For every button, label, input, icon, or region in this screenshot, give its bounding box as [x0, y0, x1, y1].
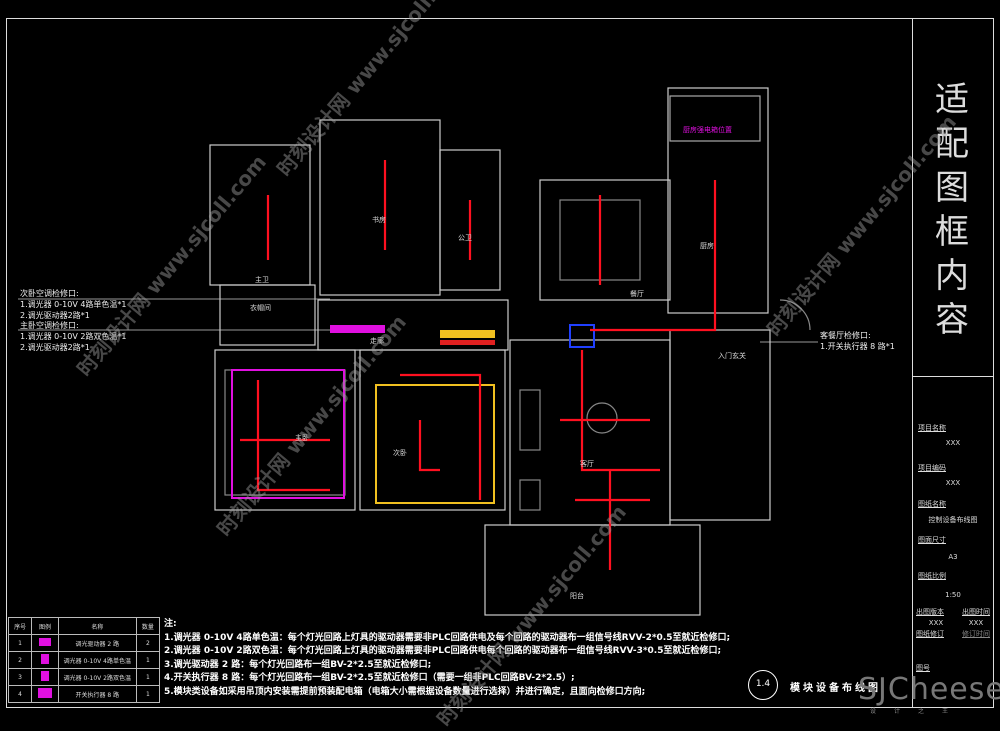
header-qty: 数量 [135, 617, 161, 635]
project-code: XXX [945, 479, 961, 487]
note-item: 2.调光器 0-10V 2路双色温：每个灯光回路上灯具的驱动器需要非PLC回路供… [164, 646, 722, 656]
room-kitchen-box: 厨房强电箱位置 [683, 125, 732, 134]
dimmer-zones [231, 324, 595, 504]
annotation-line: 2.调光驱动器2路*1 [20, 311, 90, 320]
room-closet: 衣帽间 [250, 303, 271, 312]
annotation-title: 客餐厅检修口: [820, 331, 871, 340]
master-bedroom-zone [231, 369, 345, 499]
project-name-label: 项目名称 [918, 424, 946, 432]
room-balcony: 阳台 [570, 591, 584, 600]
project-name: XXX [945, 439, 961, 447]
header-no: 序号 [7, 617, 33, 635]
drawing-name-label: 图纸名称 [918, 500, 946, 508]
device-bar-1 [330, 325, 385, 333]
scale-label: 图纸比例 [918, 572, 946, 580]
device-symbol-icon [37, 688, 52, 698]
title-column [912, 18, 994, 708]
note-item: 3.调光驱动器 2 路：每个灯光回路布一组BV-2*2.5至就近检修口; [164, 659, 432, 670]
issue-time: XXX [968, 619, 984, 627]
drawing-frame [6, 18, 994, 708]
logo: SJCheese [858, 672, 1000, 707]
issue-version: XXX [928, 619, 944, 627]
device-bar-2 [440, 330, 495, 338]
revision-label: 图纸修订 [916, 630, 944, 638]
room-study: 书房 [372, 215, 386, 224]
issue-time-label: 出图时间 [962, 608, 990, 616]
panel-box [569, 324, 595, 348]
annotation-title: 次卧空调检修口: [20, 289, 79, 298]
master-bedroom-annotation: 主卧空调检修口: 1.调光器 0-10V 2路双色温*1 2.调光驱动器2路*1 [20, 320, 127, 353]
annotation-line: 1.调光器 0-10V 4路单色温*1 [20, 300, 127, 309]
project-code-label: 项目编码 [918, 464, 946, 472]
revision-time-label: 修订时间 [962, 630, 990, 638]
drawing-name: 控制设备布线图 [928, 516, 978, 524]
device-symbol-icon [38, 638, 51, 646]
header-symbol: 图例 [31, 617, 59, 635]
device-bar-3 [440, 340, 495, 345]
sheet-size: A3 [948, 553, 958, 561]
room-entry: 入门玄关 [718, 351, 746, 360]
frame-title: 适配图框内容 [935, 80, 969, 340]
leader-lines [18, 298, 818, 343]
room-master-bath: 主卫 [255, 275, 269, 284]
scale: 1:50 [945, 591, 961, 599]
header-name: 名称 [57, 617, 137, 635]
wiring [240, 160, 717, 570]
room-corridor: 走廊 [370, 336, 384, 345]
device-symbol-icon [40, 671, 49, 681]
sheet-size-label: 图面尺寸 [918, 536, 946, 544]
annotation-line: 1.开关执行器 8 路*1 [820, 342, 895, 351]
room-public-bath: 公卫 [458, 234, 472, 242]
annotation-line: 2.调光驱动器2路*1 [20, 343, 90, 352]
drawing-no-label: 图号 [916, 664, 930, 672]
note-item: 5.模块类设备如采用吊顶内安装需提前预装配电箱（电箱大小需根据设备数量进行选择）… [164, 686, 646, 697]
device-symbol-icon [40, 654, 49, 664]
room-second-bedroom: 次卧 [393, 448, 407, 457]
annotation-title: 主卧空调检修口: [20, 321, 79, 330]
logo-subtitle: 设计之王 [870, 708, 967, 715]
room-master-bedroom: 主卧 [295, 433, 309, 442]
living-dining-annotation: 客餐厅检修口: 1.开关执行器 8 路*1 [820, 330, 895, 352]
drawing-number: 1.4 [748, 670, 778, 700]
second-bedroom-zone [375, 384, 495, 504]
title-block: 项目名称 XXX 项目编码 XXX 图纸名称 控制设备布线图 图面尺寸 A3 图… [912, 376, 994, 708]
notes-heading: 注: [164, 619, 177, 629]
room-dining: 餐厅 [630, 289, 644, 298]
annotation-line: 1.调光器 0-10V 2路双色温*1 [20, 332, 127, 341]
drawing-title: 模块设备布线图 [790, 683, 881, 694]
note-item: 1.调光器 0-10V 4路单色温：每个灯光回路上灯具的驱动器需要非PLC回路供… [164, 632, 731, 643]
note-item: 4.开关执行器 8 路：每个灯光回路布一组BV-2*2.5至就近检修口（需要一组… [164, 673, 575, 683]
room-living: 客厅 [580, 459, 594, 468]
room-labels: 主卫 书房 公卫 餐厅 厨房 厨房强电箱位置 衣帽间 走廊 入门玄关 主卧 次卧… [250, 125, 746, 600]
room-kitchen: 厨房 [700, 241, 714, 250]
second-bedroom-annotation: 次卧空调检修口: 1.调光器 0-10V 4路单色温*1 2.调光驱动器2路*1 [20, 288, 127, 321]
issue-version-label: 出图版本 [916, 608, 944, 616]
walls [209, 87, 811, 616]
notes: 注: 1.调光器 0-10V 4路单色温：每个灯光回路上灯具的驱动器需要非PLC… [164, 618, 730, 699]
